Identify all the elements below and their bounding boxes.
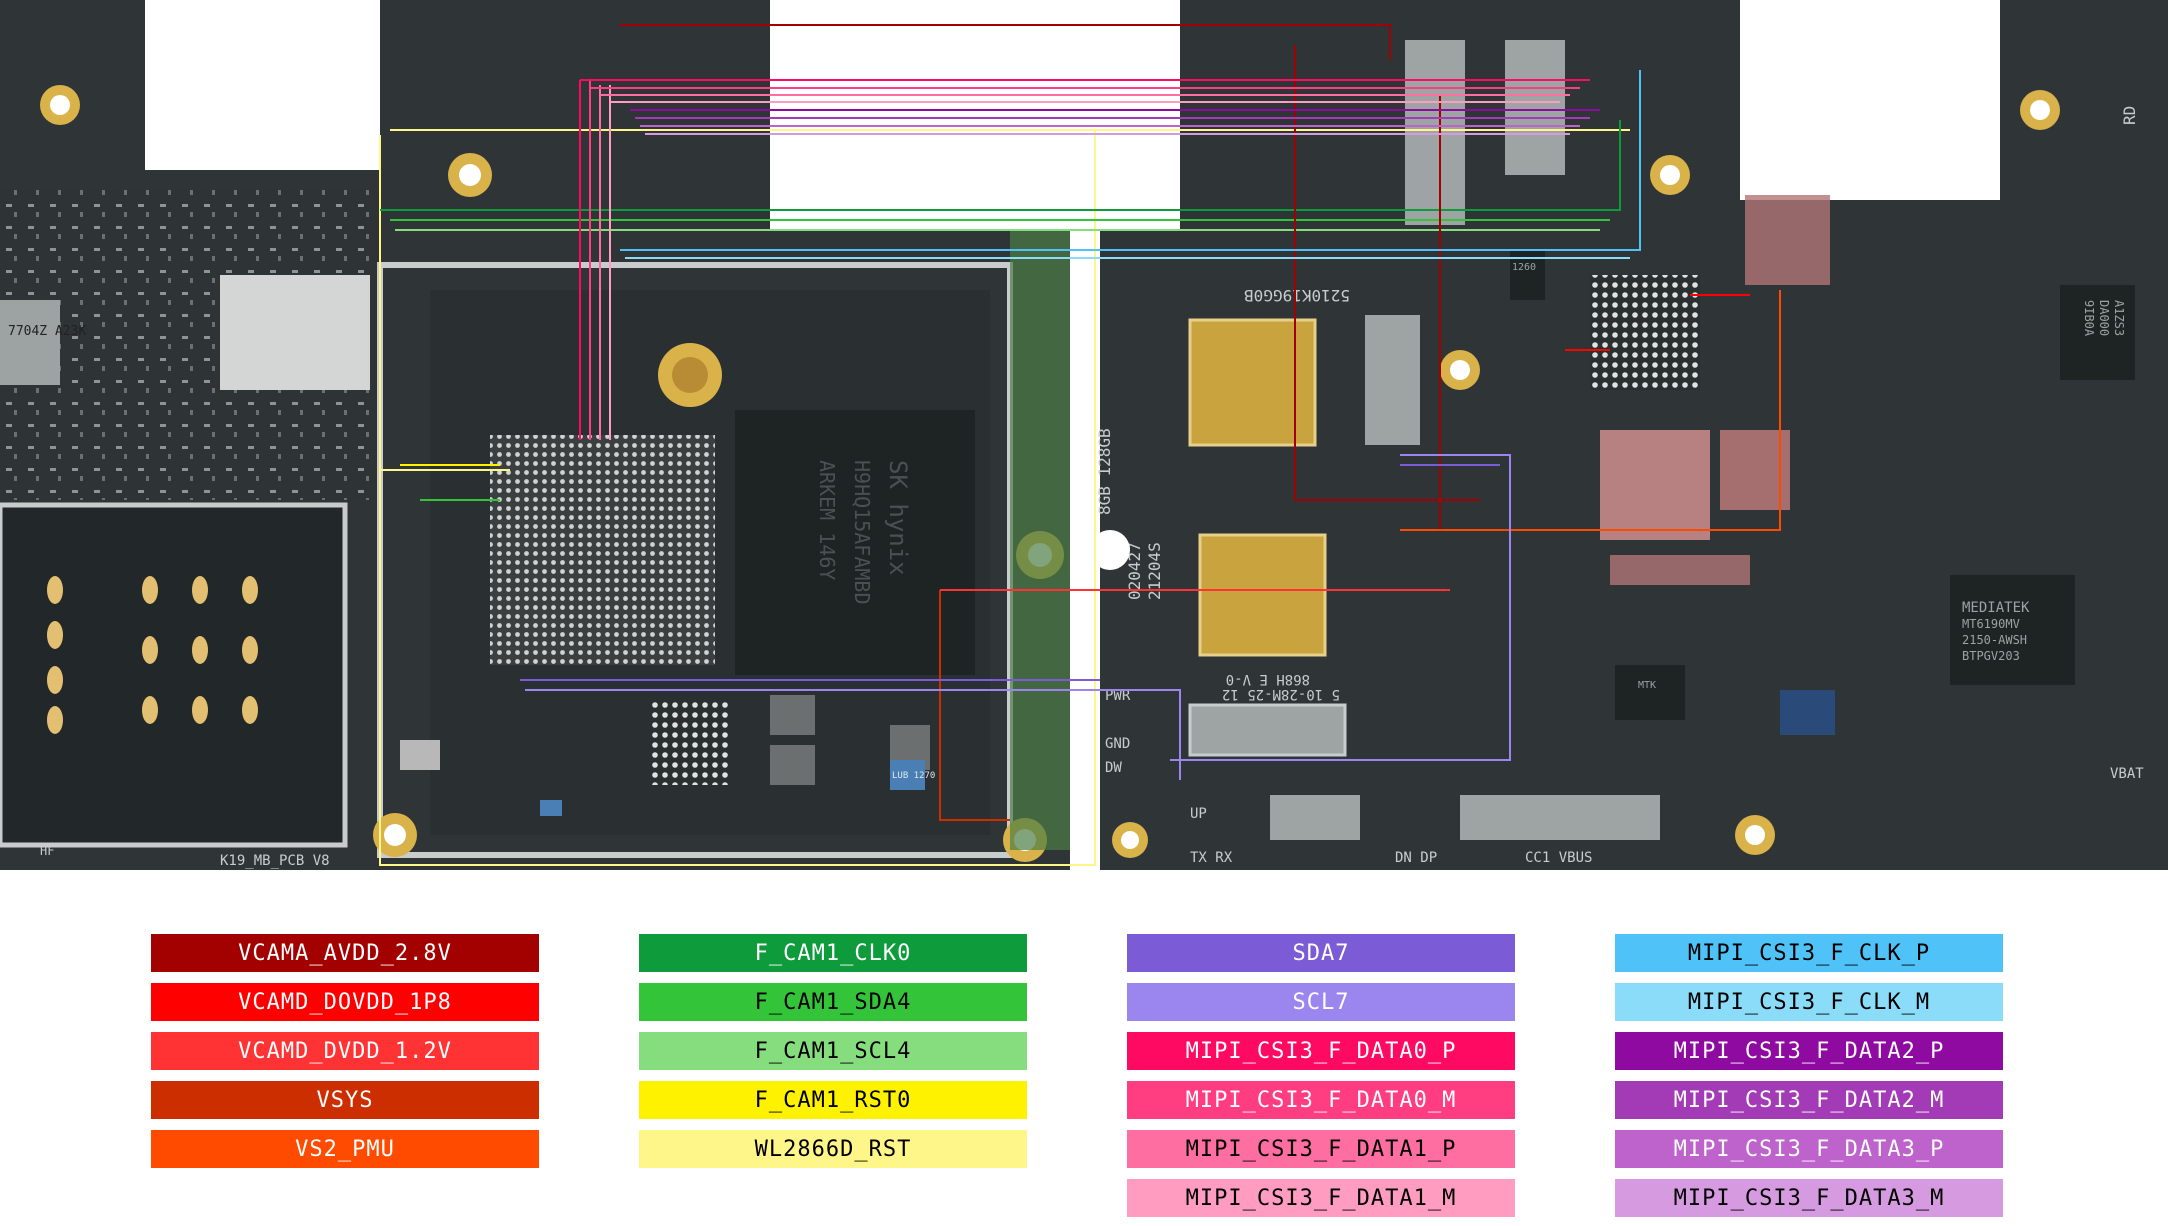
ram-lot-1: 21204S (1145, 542, 1164, 600)
pad-cc1-vbus: CC1 VBUS (1525, 850, 1592, 866)
pad-dw: DW (1105, 760, 1122, 776)
pcb-id: K19_MB_PCB V8 (220, 853, 330, 869)
legend-item: F_CAM1_RST0 (639, 1081, 1027, 1119)
legend-item: MIPI_CSI3_F_DATA0_M (1127, 1081, 1515, 1119)
right-chip-line-3: A1ZS3 (2112, 300, 2126, 336)
mediatek-line-4: BTPGV203 (1962, 649, 2020, 663)
mediatek-line-2: MT6190MV (1962, 617, 2020, 631)
pad-up: UP (1190, 806, 1207, 822)
legend-item: WL2866D_RST (639, 1130, 1027, 1168)
soc-code-2: 868H E V-0 (1226, 671, 1310, 687)
soc-code-1: 5 10-28M-25 12 (1222, 686, 1340, 702)
legend-item: MIPI_CSI3_F_DATA2_M (1615, 1081, 2003, 1119)
signal-traces (379, 24, 1781, 866)
cpu-bga-footprint (490, 435, 715, 665)
legend-item: MIPI_CSI3_F_DATA3_M (1615, 1179, 2003, 1217)
pad-dn-dp: DN DP (1395, 850, 1437, 866)
legend-item: MIPI_CSI3_F_DATA1_M (1127, 1179, 1515, 1217)
emmc-chip (735, 410, 975, 675)
right-chip-line-1: 9IB0A (2082, 300, 2096, 337)
lub-label: LUB 1270 (892, 771, 935, 781)
legend-item: F_CAM1_CLK0 (639, 934, 1027, 972)
pad-tx-rx: TX RX (1190, 850, 1233, 866)
legend-item: VCAMA_AVDD_2.8V (151, 934, 539, 972)
mediatek-line-3: 2150-AWSH (1962, 633, 2027, 647)
pad-pwr: PWR (1105, 688, 1131, 704)
mtk-pmic-label: MTK (1638, 680, 1656, 691)
mediatek-line-1: MEDIATEK (1962, 600, 2030, 616)
legend-item: VCAMD_DVDD_1.2V (151, 1032, 539, 1070)
left-chip-label: 7704Z A23K (8, 324, 86, 339)
emmc-part: H9HQ15AFAMBD (850, 460, 874, 605)
legend-item: SDA7 (1127, 934, 1515, 972)
ram-lot-2: 020427 (1125, 542, 1144, 600)
legend-item: MIPI_CSI3_F_CLK_M (1615, 983, 2003, 1021)
legend-item: MIPI_CSI3_F_DATA0_P (1127, 1032, 1515, 1070)
rd-mark: RD (2120, 106, 2139, 125)
legend-item: VCAMD_DOVDD_1P8 (151, 983, 539, 1021)
legend-item: VS2_PMU (151, 1130, 539, 1168)
legend-item: MIPI_CSI3_F_DATA2_P (1615, 1032, 2003, 1070)
legend-item: F_CAM1_SCL4 (639, 1032, 1027, 1070)
legend-item: MIPI_CSI3_F_CLK_P (1615, 934, 2003, 972)
chip-label-top: 1260 (1512, 262, 1536, 273)
pcb-board-photo: 7704Z A23K SK hynix H9HQ15AFAMBD ARKEM 1… (0, 0, 2168, 870)
right-chip-line-2: DA000 (2097, 300, 2111, 336)
legend-item: SCL7 (1127, 983, 1515, 1021)
emmc-brand: SK hynix (884, 460, 912, 576)
right-board: 21204S 020427 8GB 128GB 5210K19GG0B 5 10… (1090, 0, 2168, 870)
left-board: 7704Z A23K SK hynix H9HQ15AFAMBD ARKEM 1… (0, 0, 1070, 870)
pad-gnd: GND (1105, 736, 1130, 752)
pad-vbat: VBAT (2110, 766, 2144, 782)
hf-mark: HF (40, 844, 54, 858)
legend-item: MIPI_CSI3_F_DATA1_P (1127, 1130, 1515, 1168)
ram-size: 8GB 128GB (1095, 428, 1114, 515)
emmc-code: ARKEM 146Y (815, 460, 839, 580)
ram-id-top: 5210K19GG0B (1244, 286, 1350, 305)
legend-item: VSYS (151, 1081, 539, 1119)
legend-item: F_CAM1_SDA4 (639, 983, 1027, 1021)
legend-item: MIPI_CSI3_F_DATA3_P (1615, 1130, 2003, 1168)
